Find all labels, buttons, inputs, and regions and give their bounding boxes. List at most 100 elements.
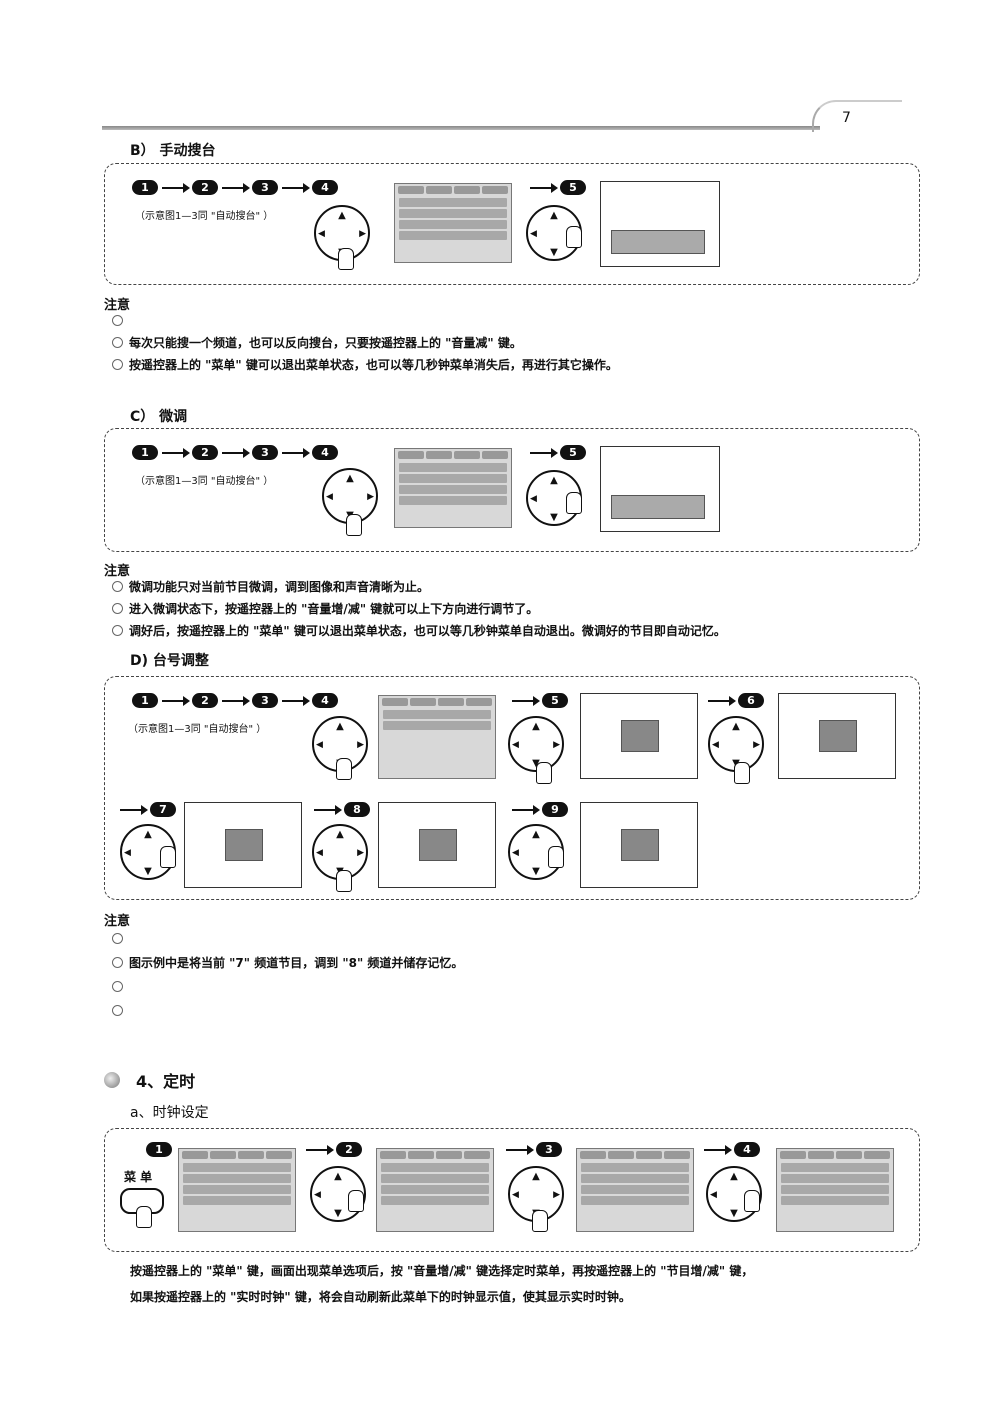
- hand-pointer-icon: [346, 514, 362, 536]
- step-number: 3: [252, 693, 278, 708]
- note-title: 注意: [104, 564, 131, 579]
- step-4-marker: 4: [700, 1142, 760, 1157]
- menu-button-label: 菜 单: [124, 1170, 153, 1184]
- note-item: 每次只能搜一个频道，也可以反向搜台，只要按遥控器上的 "音量减" 键。: [112, 334, 932, 352]
- step-6-marker: 6: [704, 693, 764, 708]
- step-number: 6: [738, 693, 764, 708]
- step-9-marker: 9: [508, 802, 568, 817]
- step-5-marker: 5: [526, 445, 586, 460]
- step-sequence-c: 1 2 3 4: [132, 445, 338, 460]
- note-item: [112, 978, 942, 996]
- arrow-icon: [162, 695, 190, 706]
- step-number: 4: [312, 693, 338, 708]
- tv-screen: [580, 693, 698, 779]
- hand-pointer-icon: [566, 226, 582, 248]
- step-number: 8: [344, 802, 370, 817]
- diagram-panel-c: [104, 428, 920, 552]
- note-item: 按遥控器上的 "菜单" 键可以退出菜单状态，也可以等几秒钟菜单消失后，再进行其它…: [112, 356, 932, 374]
- section-b-title: B） 手动搜台: [130, 143, 216, 159]
- diagram-panel-timer: [104, 1128, 920, 1252]
- tuning-status-bar: [611, 495, 705, 519]
- arrow-icon: [222, 695, 250, 706]
- step-caption: （示意图1—3同 "自动搜台" ）: [135, 476, 274, 487]
- hand-pointer-icon: [548, 846, 564, 868]
- note-title: 注意: [104, 914, 131, 929]
- menu-screen: [394, 183, 512, 263]
- search-status-bar: [611, 230, 705, 254]
- hand-pointer-icon: [336, 870, 352, 892]
- step-number: 7: [150, 802, 176, 817]
- bullet-icon: [112, 315, 123, 326]
- arrow-icon: [222, 182, 250, 193]
- arrow-icon: [512, 804, 540, 815]
- step-number: 1: [132, 180, 158, 195]
- note-item: 图示例中是将当前 "7" 频道节目，调到 "8" 频道并储存记忆。: [112, 954, 942, 972]
- hand-pointer-icon: [160, 846, 176, 868]
- step-5-marker: 5: [526, 180, 586, 195]
- step-7-marker: 7: [116, 802, 176, 817]
- hand-pointer-icon: [336, 758, 352, 780]
- arrow-icon: [222, 447, 250, 458]
- arrow-icon: [506, 1144, 534, 1155]
- step-number: 4: [312, 445, 338, 460]
- arrow-icon: [708, 695, 736, 706]
- hand-pointer-icon: [136, 1206, 152, 1228]
- menu-screen: [576, 1148, 694, 1232]
- channel-info-box: [419, 829, 457, 861]
- tv-screen: [580, 802, 698, 888]
- tv-screen: [378, 802, 496, 888]
- note-item: [112, 1002, 942, 1020]
- note-title: 注意: [104, 298, 131, 313]
- section-c-title: C） 微调: [130, 409, 188, 425]
- arrow-icon: [282, 447, 310, 458]
- arrow-icon: [282, 695, 310, 706]
- step-2-marker: 2: [302, 1142, 362, 1157]
- step-number: 4: [312, 180, 338, 195]
- menu-screen: [376, 1148, 494, 1232]
- header-curve: [812, 100, 854, 132]
- arrow-icon: [162, 447, 190, 458]
- arrow-icon: [120, 804, 148, 815]
- tv-screen: [600, 446, 720, 532]
- notes-b: 每次只能搜一个频道，也可以反向搜台，只要按遥控器上的 "音量减" 键。 按遥控器…: [112, 312, 932, 374]
- note-item: [112, 312, 932, 330]
- step-number: 2: [192, 693, 218, 708]
- step-number: 2: [192, 445, 218, 460]
- step-number: 3: [252, 180, 278, 195]
- step-8-marker: 8: [310, 802, 370, 817]
- diagram-panel-b: [104, 163, 920, 285]
- step-3-marker: 3: [502, 1142, 562, 1157]
- step-5-marker: 5: [508, 693, 568, 708]
- bullet-icon: [112, 981, 123, 992]
- bullet-icon: [112, 933, 123, 944]
- header-rule: [102, 126, 820, 130]
- arrow-icon: [306, 1144, 334, 1155]
- step-sequence-d: 1 2 3 4: [132, 693, 338, 708]
- tv-screen: [778, 693, 896, 779]
- menu-screen: [394, 448, 512, 528]
- hand-pointer-icon: [744, 1190, 760, 1212]
- arrow-icon: [704, 1144, 732, 1155]
- step-caption: （示意图1—3同 "自动搜台" ）: [128, 724, 267, 735]
- remote-pad: ▲◀▶▼: [508, 716, 564, 772]
- step-number: 4: [734, 1142, 760, 1157]
- step-caption: （示意图1—3同 "自动搜台" ）: [135, 211, 274, 222]
- channel-info-box: [819, 720, 857, 752]
- step-number: 1: [132, 445, 158, 460]
- tv-screen: [184, 802, 302, 888]
- channel-info-box: [621, 720, 659, 752]
- note-item: 微调功能只对当前节目微调，调到图像和声音清晰为止。: [112, 578, 932, 596]
- bullet-icon: [112, 625, 123, 636]
- timer-instructions: 按遥控器上的 "菜单" 键，画面出现菜单选项后，按 "音量增/减" 键选择定时菜…: [130, 1258, 930, 1310]
- note-item: [112, 930, 942, 948]
- arrow-icon: [282, 182, 310, 193]
- arrow-icon: [512, 695, 540, 706]
- header-tail: [852, 100, 902, 102]
- arrow-icon: [162, 182, 190, 193]
- section-timer-sub: a、时钟设定: [130, 1105, 209, 1121]
- notes-c: 微调功能只对当前节目微调，调到图像和声音清晰为止。 进入微调状态下，按遥控器上的…: [112, 578, 932, 640]
- step-number: 1: [146, 1142, 172, 1157]
- arrow-icon: [530, 182, 558, 193]
- menu-screen: [378, 695, 496, 779]
- note-item: 进入微调状态下，按遥控器上的 "音量增/减" 键就可以上下方向进行调节了。: [112, 600, 932, 618]
